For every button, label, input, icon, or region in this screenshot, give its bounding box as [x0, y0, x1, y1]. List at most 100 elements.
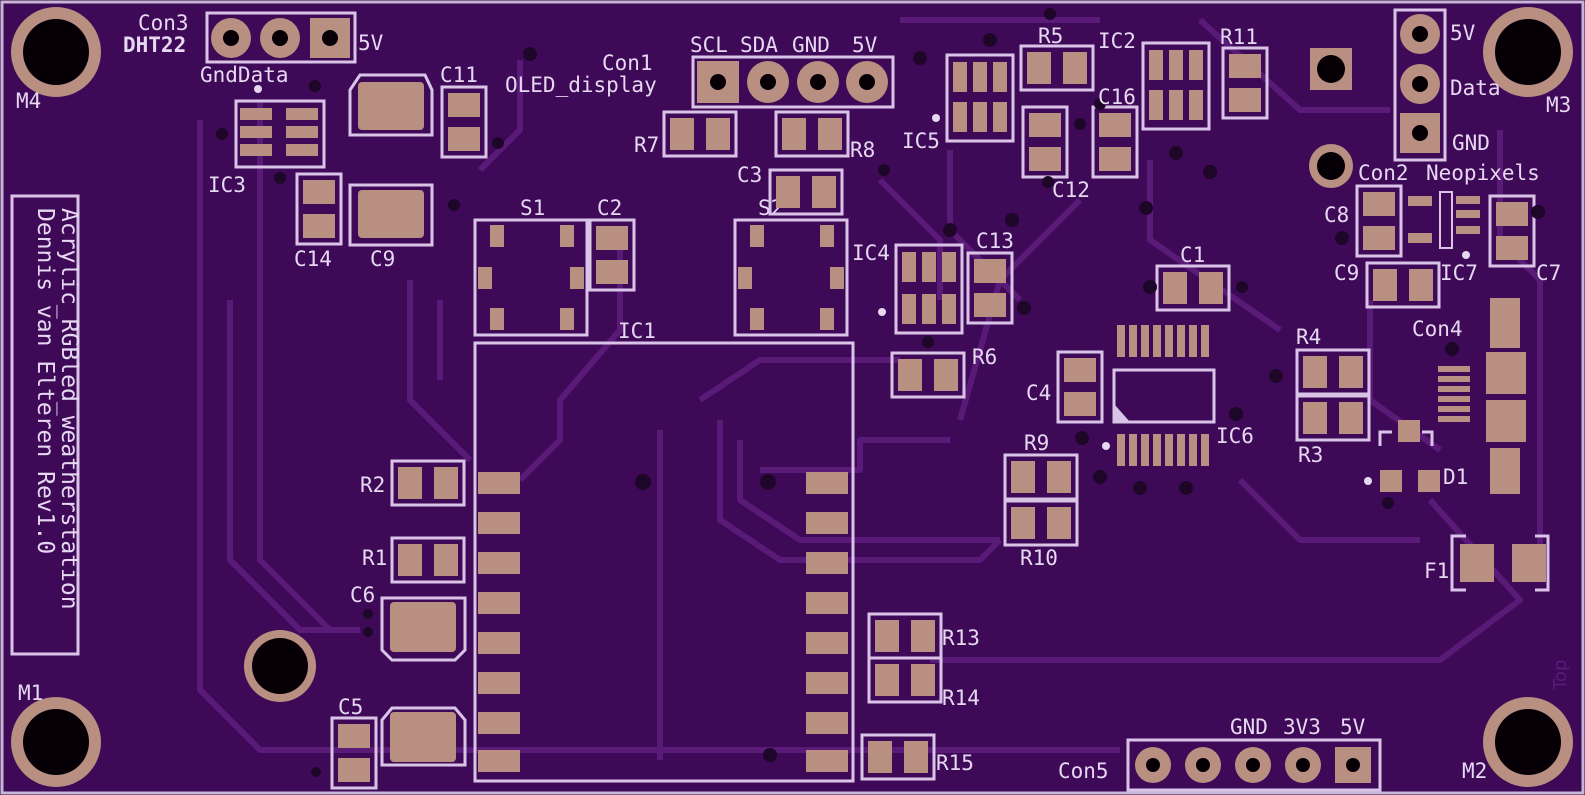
ic4-package — [894, 243, 964, 335]
cap-c13 — [966, 251, 1014, 325]
ic3-label: IC3 — [208, 173, 246, 197]
cap-c2 — [588, 218, 636, 292]
cap-c1 — [1155, 264, 1231, 312]
r14-label: R14 — [942, 686, 980, 710]
res-r13 — [867, 612, 943, 660]
con1-pin-5v: 5V — [852, 33, 878, 57]
cap-c12 — [440, 85, 488, 159]
mounting-hole-m4 — [11, 7, 101, 97]
f1-label: F1 — [1424, 559, 1449, 583]
res-r10 — [1003, 499, 1079, 547]
con2-ref: Con2 — [1358, 161, 1409, 185]
c6-label: C6 — [350, 583, 375, 607]
r6-label: R6 — [972, 345, 997, 369]
r13-label: R13 — [942, 626, 980, 650]
diode-d1 — [1378, 420, 1440, 492]
res-r7 — [662, 110, 738, 158]
cap-c7 — [1488, 194, 1536, 268]
cap-c4 — [1056, 350, 1104, 424]
con2-pin-data: Data — [1450, 76, 1501, 100]
con2-pin-5v: 5V — [1450, 21, 1476, 45]
switch-s1 — [473, 218, 589, 337]
con2-neopixel-header — [1393, 8, 1447, 162]
r11-label: R11 — [1220, 25, 1258, 49]
testpad-top — [1309, 48, 1353, 188]
con3-gnddata-label: GndData — [200, 63, 289, 87]
r7-label: R7 — [634, 133, 659, 157]
r15-label: R15 — [936, 751, 974, 775]
mounting-hole-m2 — [1483, 697, 1573, 787]
d1-label: D1 — [1443, 465, 1468, 489]
res-r1 — [390, 536, 466, 584]
c15-label: C14 — [294, 247, 332, 271]
author-block: Dennis van Elteren Rev1.0 Acrylic_RGBled… — [10, 194, 82, 656]
ic2-label: IC2 — [1098, 29, 1136, 53]
res-r3 — [1295, 394, 1371, 442]
author-name: Dennis van Elteren Rev1.0 — [32, 208, 58, 554]
c3-label: C3 — [737, 163, 762, 187]
ic4-label: IC4 — [852, 241, 890, 265]
r5-label: R5 — [1038, 24, 1063, 48]
mounting-hole-m1 — [11, 697, 101, 787]
con5-pin-5v: 5V — [1340, 715, 1366, 739]
r4-label: R4 — [1296, 325, 1321, 349]
c14-label: C12 — [1052, 178, 1090, 202]
c13-label: C13 — [976, 229, 1014, 253]
cap-c5-small — [330, 716, 378, 790]
con4-ref: Con4 — [1412, 317, 1463, 341]
r9-label: R9 — [1024, 431, 1049, 455]
label-m3: M3 — [1546, 93, 1571, 117]
c12-label: C11 — [440, 63, 478, 87]
res-r11 — [1221, 46, 1269, 120]
con5-pin-gnd: GND — [1230, 715, 1268, 739]
res-r14 — [867, 656, 943, 704]
project-name: Acrylic_RGBled_weatherstation — [56, 208, 82, 610]
r8-label: R8 — [850, 138, 875, 162]
con5-pin-3v3: 3V3 — [1283, 715, 1321, 739]
c7-label: C7 — [1536, 261, 1561, 285]
c8-label: C8 — [1324, 203, 1349, 227]
res-r4 — [1295, 348, 1371, 396]
ic1-label: IC1 — [618, 319, 656, 343]
con3-name: DHT22 — [123, 33, 186, 57]
c2-label: C2 — [597, 196, 622, 220]
cap-c16 — [1091, 105, 1139, 179]
c4-label: C4 — [1026, 381, 1051, 405]
con1-pin-scl: SCL — [690, 33, 728, 57]
mounting-hole-center — [244, 630, 316, 702]
con1-ref: Con1 — [602, 51, 653, 75]
c9-label: C9 — [1334, 261, 1359, 285]
r2-label: R2 — [360, 473, 385, 497]
res-r15 — [860, 733, 936, 781]
r3-label: R3 — [1298, 443, 1323, 467]
r10-label: R10 — [1020, 546, 1058, 570]
con1-oled-header — [691, 55, 895, 109]
label-m4: M4 — [16, 89, 41, 113]
cap-c6-large — [380, 596, 467, 662]
res-r8 — [774, 110, 850, 158]
cap-c3 — [768, 168, 844, 216]
ic5-label: IC5 — [902, 129, 940, 153]
cap-c5-large — [380, 706, 467, 767]
two-pad-passives — [295, 44, 1536, 790]
con3-ref: Con3 — [138, 11, 189, 35]
ic7-package — [1408, 191, 1480, 249]
con5-ref: Con5 — [1058, 759, 1109, 783]
res-r2 — [390, 459, 466, 507]
res-r9 — [1003, 453, 1079, 501]
ic2-package — [1141, 41, 1211, 131]
con4-usb — [1438, 298, 1526, 494]
pin1-markers — [254, 85, 1470, 485]
con2-pin-gnd: GND — [1452, 131, 1490, 155]
c11-label: C9 — [370, 247, 395, 271]
res-r6 — [890, 351, 966, 399]
con1-pin-gnd: GND — [792, 33, 830, 57]
ic6-package — [1112, 325, 1216, 466]
ic3-package — [234, 99, 326, 169]
vias — [216, 8, 1545, 777]
con1-name: OLED_display — [505, 73, 657, 97]
con5-power-header — [1126, 738, 1382, 792]
s1-label: S1 — [520, 196, 545, 220]
cap-c8 — [1355, 184, 1403, 258]
res-r5 — [1019, 44, 1095, 92]
